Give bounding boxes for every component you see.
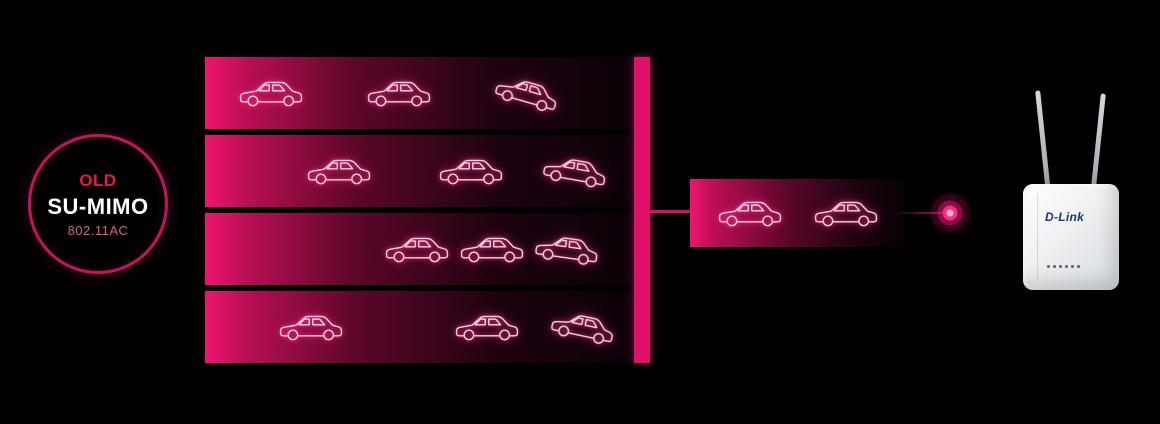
car-icon (539, 150, 611, 191)
car-icon (531, 229, 603, 268)
lane-3 (205, 213, 634, 285)
badge-standard: 802.11AC (67, 222, 129, 238)
car-icon (305, 156, 373, 186)
access-point-body: D-Link (1023, 184, 1119, 290)
single-stream-lane (690, 179, 904, 247)
traffic-lanes (205, 57, 634, 363)
signal-dot (928, 191, 972, 235)
led-dot (1071, 265, 1074, 268)
led-dot (1053, 265, 1056, 268)
car-icon (547, 305, 620, 348)
lane-4 (205, 291, 634, 363)
car-icon (277, 312, 345, 342)
car-icon (437, 156, 505, 186)
badge-old-label: OLD (79, 170, 117, 190)
badge-title: SU-MIMO (47, 193, 149, 219)
car-icon (383, 234, 451, 264)
lane-2 (205, 135, 634, 207)
led-dot (1059, 265, 1062, 268)
stream-to-dot-line (898, 212, 942, 214)
dlink-logo: D-Link (1045, 210, 1085, 224)
antenna-left-icon (1035, 90, 1051, 195)
lanes-merge-bar (634, 57, 650, 363)
car-icon (490, 69, 564, 117)
merge-connector-line (650, 210, 690, 213)
car-icon (812, 198, 880, 228)
access-point-device: D-Link (1015, 88, 1125, 293)
car-icon (365, 78, 433, 108)
led-row (1047, 265, 1080, 268)
lane-1 (205, 57, 634, 129)
led-dot (1065, 265, 1068, 268)
led-dot (1047, 265, 1050, 268)
car-icon (458, 234, 526, 264)
panel-seam (1037, 194, 1038, 280)
antenna-right-icon (1090, 93, 1106, 198)
car-icon (237, 78, 305, 108)
car-icon (716, 198, 784, 228)
led-dot (1077, 265, 1080, 268)
su-mimo-badge: OLD SU-MIMO 802.11AC (28, 134, 168, 274)
car-icon (453, 312, 521, 342)
